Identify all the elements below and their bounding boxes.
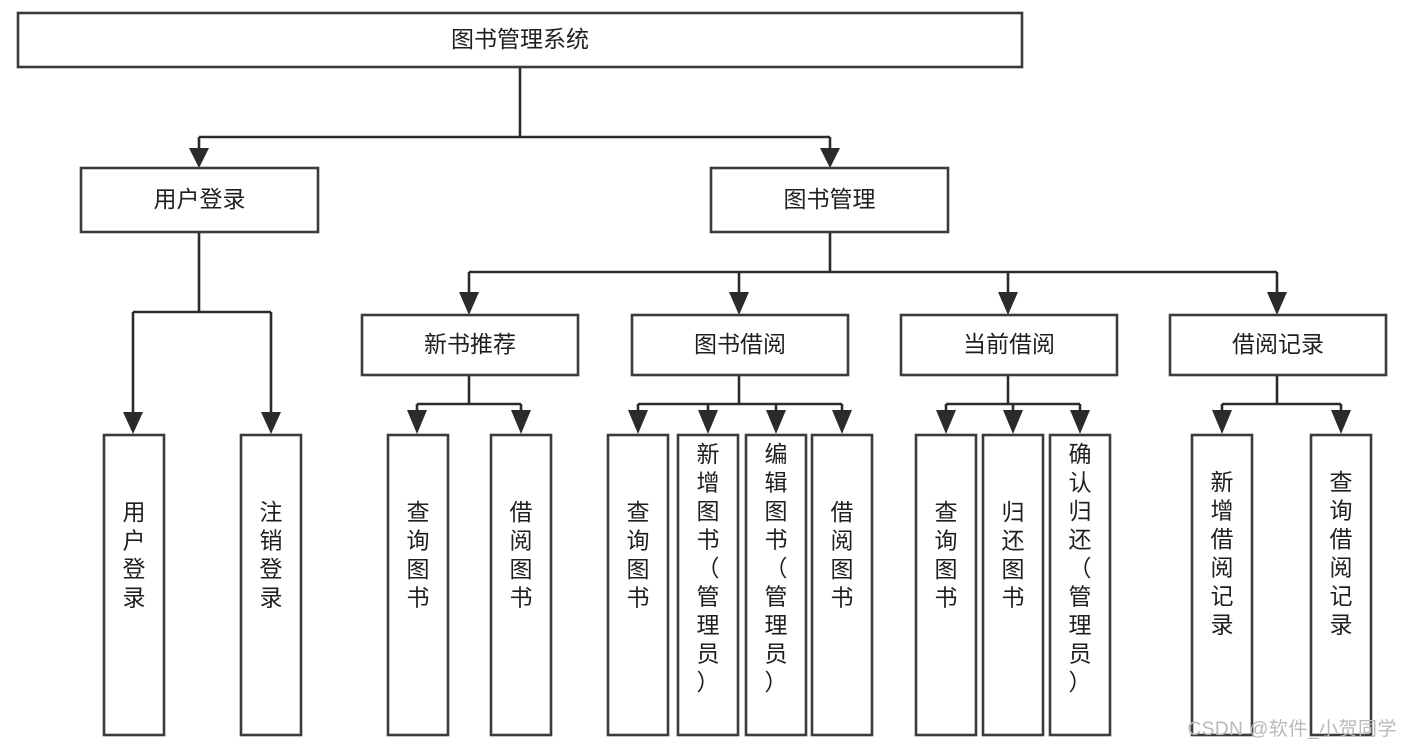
node-leaf-logout-login[interactable]: 注销登录 [239,433,303,737]
arrow-head-leaf-query-record [1331,410,1351,434]
node-leaf-return-book[interactable]: 归还图书 [981,433,1045,737]
arrow-head-leaf-add-record [1212,410,1232,434]
node-new-book-recommend[interactable]: 新书推荐 [360,313,580,377]
arrow-head-leaf-query-book-3 [936,410,956,434]
arrow-head-leaf-query-book-2 [628,410,648,434]
node-leaf-logout-login-label: 注销登录 [260,499,283,611]
node-root-box[interactable] [16,11,1024,69]
node-leaf-borrow-book-1-label: 借阅图书 [510,499,533,611]
node-leaf-return-book-label: 归还图书 [1002,499,1025,611]
node-leaf-query-book-1-label: 查询图书 [407,499,430,611]
node-leaf-query-record-box[interactable] [1309,433,1373,737]
node-leaf-add-record[interactable]: 新增借阅记录 [1190,433,1254,737]
node-leaf-borrow-book-1-box[interactable] [489,433,553,737]
node-leaf-query-book-2[interactable]: 查询图书 [606,433,670,737]
node-book-management-box[interactable] [709,166,950,234]
node-leaf-add-book-box[interactable] [676,433,740,737]
node-new-book-recommend-label: 新书推荐 [424,331,516,357]
arrow-head-leaf-user-login [123,412,143,434]
node-leaf-query-book-3[interactable]: 查询图书 [914,433,978,737]
node-leaf-add-book[interactable]: 新增图书（管理员） [676,433,740,737]
node-leaf-user-login-box[interactable] [102,433,166,737]
node-book-borrow-label: 图书借阅 [694,331,786,357]
node-book-borrow-box[interactable] [630,313,850,377]
node-leaf-query-record[interactable]: 查询借阅记录 [1309,433,1373,737]
node-leaf-add-record-box[interactable] [1190,433,1254,737]
node-current-borrow-box[interactable] [899,313,1119,377]
arrow-head-book-management [820,148,840,168]
arrow-head-leaf-logout-login [261,412,281,434]
node-leaf-logout-login-box[interactable] [239,433,303,737]
node-leaf-query-book-2-label: 查询图书 [627,499,650,611]
node-leaf-query-book-3-label: 查询图书 [935,499,958,611]
arrow-head-borrow-record [1267,292,1287,315]
node-borrow-record[interactable]: 借阅记录 [1168,313,1388,377]
node-leaf-add-record-label: 新增借阅记录 [1211,469,1234,638]
connector-layer [123,67,1351,434]
node-leaf-confirm-return-box[interactable] [1048,433,1112,737]
node-leaf-edit-book[interactable]: 编辑图书（管理员） [744,433,808,737]
node-leaf-confirm-return-label: 确认归还（管理员） [1069,441,1092,695]
node-user-login-box[interactable] [79,166,320,234]
node-root-label: 图书管理系统 [451,26,589,52]
node-book-borrow[interactable]: 图书借阅 [630,313,850,377]
arrow-head-leaf-query-book-1 [407,410,427,434]
arrow-head-leaf-edit-book [766,410,786,434]
node-leaf-query-book-3-box[interactable] [914,433,978,737]
node-leaf-query-record-label: 查询借阅记录 [1330,469,1353,638]
node-new-book-recommend-box[interactable] [360,313,580,377]
node-leaf-borrow-book-2-box[interactable] [810,433,874,737]
node-leaf-edit-book-label: 编辑图书（管理员） [765,441,788,695]
node-leaf-borrow-book-2[interactable]: 借阅图书 [810,433,874,737]
node-leaf-query-book-2-box[interactable] [606,433,670,737]
node-leaf-user-login-label: 用户登录 [123,499,146,611]
node-root[interactable]: 图书管理系统 [16,11,1024,69]
arrow-head-leaf-borrow-book-1 [511,410,531,434]
node-borrow-record-label: 借阅记录 [1232,331,1324,357]
node-current-borrow[interactable]: 当前借阅 [899,313,1119,377]
arrow-head-leaf-add-book [698,410,718,434]
node-current-borrow-label: 当前借阅 [963,331,1055,357]
node-leaf-query-book-1-box[interactable] [386,433,450,737]
arrow-head-new-book-recommend [459,292,479,315]
node-leaf-edit-book-box[interactable] [744,433,808,737]
node-leaf-borrow-book-1[interactable]: 借阅图书 [489,433,553,737]
node-leaf-user-login[interactable]: 用户登录 [102,433,166,737]
node-leaf-query-book-1[interactable]: 查询图书 [386,433,450,737]
arrow-head-user-login [189,148,209,168]
arrow-head-current-borrow [998,292,1018,315]
arrow-head-book-borrow [729,292,749,315]
arrow-head-leaf-confirm-return [1070,410,1090,434]
node-leaf-borrow-book-2-label: 借阅图书 [831,499,854,611]
node-user-login[interactable]: 用户登录 [79,166,320,234]
arrow-head-leaf-return-book [1003,410,1023,434]
node-book-management-label: 图书管理 [784,186,876,212]
arrow-head-leaf-borrow-book-2 [832,410,852,434]
node-leaf-add-book-label: 新增图书（管理员） [697,441,720,695]
node-leaf-confirm-return[interactable]: 确认归还（管理员） [1048,433,1112,737]
node-leaf-return-book-box[interactable] [981,433,1045,737]
node-user-login-label: 用户登录 [154,186,246,212]
node-book-management[interactable]: 图书管理 [709,166,950,234]
node-borrow-record-box[interactable] [1168,313,1388,377]
